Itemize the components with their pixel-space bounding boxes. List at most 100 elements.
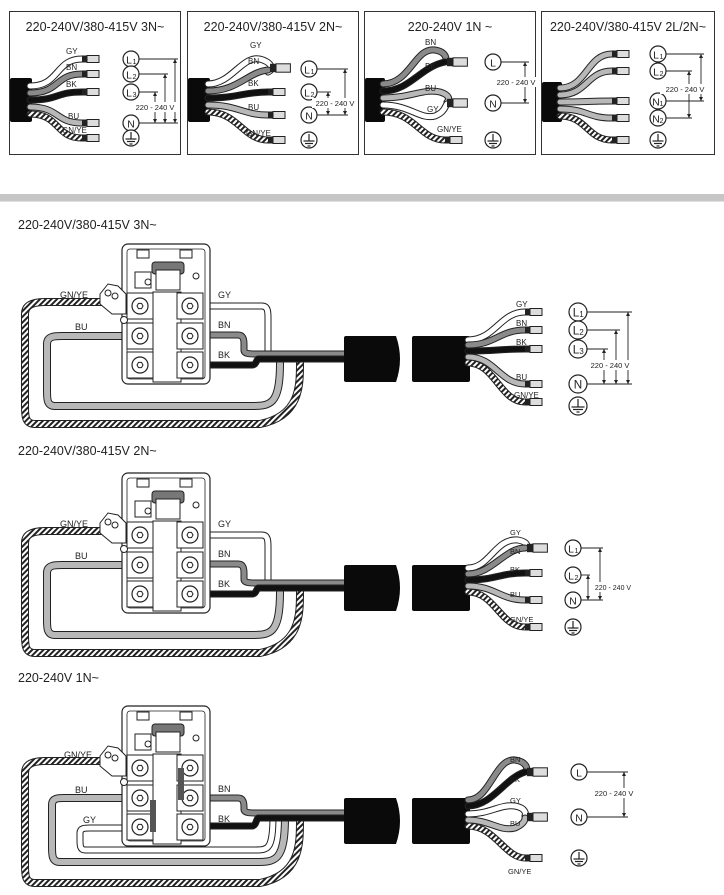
screw-head (181, 356, 199, 374)
screw-head (131, 556, 149, 574)
wire-label: GY (427, 105, 439, 114)
label-bg (660, 84, 710, 94)
cable-sheath (412, 798, 470, 844)
ferrule-collar (82, 55, 87, 63)
ferrule-tip (529, 596, 543, 604)
wire-label-bk: BK (218, 814, 230, 824)
arrow-head (163, 119, 167, 123)
terminal-l-label: L (576, 769, 582, 780)
wire-label: GN/YE (510, 615, 533, 624)
block-pin (192, 501, 200, 509)
wire-label-gy: GY (218, 290, 231, 300)
panel-title: 220-240V 1N ~ (407, 20, 493, 34)
ferrule-tip (272, 136, 286, 144)
screw-hex-icon (136, 531, 144, 539)
wire-label: BK (425, 62, 436, 71)
bridge-link (178, 768, 184, 800)
wire-bk (27, 89, 85, 103)
earth-ground-icon (567, 621, 579, 634)
wire-label: BN (66, 63, 77, 72)
wire-bu (49, 795, 288, 865)
earth-ground-icon (571, 399, 585, 413)
screw-head (131, 526, 149, 544)
wire-bu (44, 333, 283, 409)
terminal-l1-sub: 1 (575, 546, 579, 555)
screw-hex-icon (186, 332, 194, 340)
ferrule-collar (612, 67, 617, 75)
ferrule-tip (532, 767, 548, 777)
arrow-head (326, 111, 330, 115)
arrow-head (153, 119, 157, 123)
ferrule-tip (452, 98, 468, 108)
ferrule-collar (527, 543, 533, 553)
ferrule-tip (616, 97, 630, 105)
cable-sheath (412, 565, 470, 611)
arrow-head (626, 380, 630, 384)
terminal-n-label: N (127, 120, 135, 131)
ferrule-tip (529, 345, 543, 353)
wire-4 (557, 106, 615, 121)
wire-bu (205, 102, 271, 118)
cable-sheath (188, 78, 210, 122)
terminal-n-label: N (489, 100, 497, 111)
terminal-l2-sub: 2 (133, 72, 137, 81)
block-clip (136, 249, 150, 259)
wire-bn (205, 67, 271, 94)
wire-label: BN (425, 38, 436, 47)
block-center (152, 753, 182, 845)
voltage-label: 220 - 240 V (497, 78, 536, 87)
section-title: 220-240V/380-415V 3N~ (18, 218, 157, 232)
ferrule-collar (525, 623, 530, 631)
ferrule-collar (268, 111, 273, 119)
ferrule-collar (525, 326, 530, 334)
wire-gy (27, 56, 85, 89)
wire-label: GY (250, 41, 262, 50)
bracket-hole (104, 751, 112, 759)
block-pin (144, 740, 152, 748)
ferrule-collar (525, 398, 530, 406)
wire-label: GN/YE (62, 126, 87, 135)
ferrule-collar (612, 136, 617, 144)
arrow-head (523, 99, 527, 103)
wire-bk (380, 59, 448, 94)
arrow-head (626, 312, 630, 316)
wire-label-bk: BK (218, 579, 230, 589)
wire-bn (27, 71, 85, 96)
ferrule-tip (529, 854, 543, 862)
wire-gn-ye-end (465, 823, 528, 861)
screw-hex-icon (186, 823, 194, 831)
ferrule-tip (86, 55, 100, 63)
wire-3 (557, 98, 615, 105)
wire-label: GN/YE (437, 125, 462, 134)
ferrule-tip (532, 812, 548, 822)
ferrule-collar (612, 50, 617, 58)
ferrule-collar (525, 596, 530, 604)
wire-bk (187, 815, 349, 829)
ferrule-tip (86, 88, 100, 96)
voltage-label: 220 - 240 V (591, 361, 630, 370)
ferrule-collar (525, 854, 530, 862)
cable-sheath (344, 336, 406, 382)
arrow-head (598, 548, 602, 552)
bridge-link (150, 800, 156, 832)
ferrule-collar (527, 812, 533, 822)
terminal-l1-label: L (653, 51, 659, 62)
screw-hex-icon (136, 590, 144, 598)
arrow-head (523, 62, 527, 66)
bracket-hole (111, 754, 119, 762)
wire-bn (187, 795, 349, 816)
arrow-head (614, 330, 618, 334)
terminal-l2-label: L (126, 71, 132, 82)
ferrule-collar (270, 63, 276, 73)
ferrule-collar (525, 345, 530, 353)
ferrule-tip (86, 70, 100, 78)
terminal-l1-label: L (304, 66, 310, 77)
wire-bk (205, 89, 271, 101)
wire-label: BU (516, 373, 527, 382)
wire-bk-end (465, 769, 528, 809)
block-center-slot (155, 498, 181, 520)
